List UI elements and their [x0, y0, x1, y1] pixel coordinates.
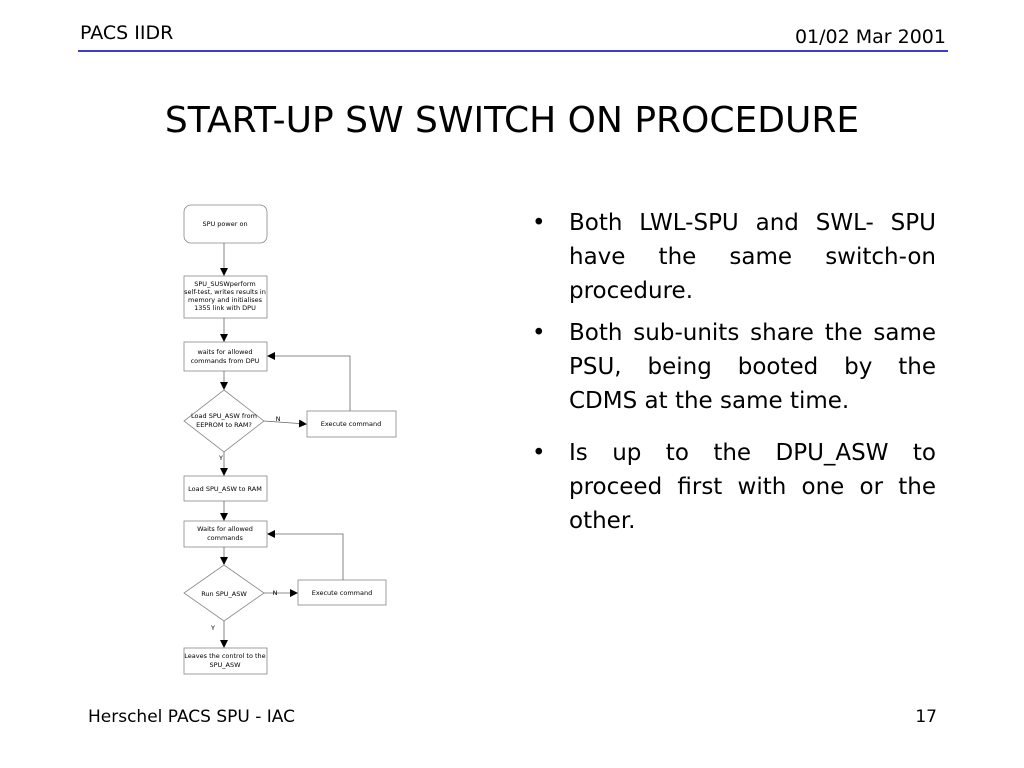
- header-left: PACS IIDR: [80, 22, 174, 44]
- waits2-label-1: Waits for allowed: [197, 525, 253, 533]
- decision2-yes-label: Y: [210, 624, 215, 632]
- exec1-label: Execute command: [321, 420, 382, 428]
- waits1-label-2: commands from DPU: [191, 357, 260, 365]
- waits2-box: [183, 520, 268, 548]
- bullet-dot-icon: •: [532, 320, 546, 346]
- exec2-box: [297, 579, 387, 606]
- bullet-text: Both sub-units share the same PSU, being…: [569, 320, 936, 414]
- selftest-label-3: memory and initialises: [188, 296, 263, 304]
- bullet-text: Both LWL-SPU and SWL- SPU have the same …: [569, 210, 936, 304]
- decision1-yes-label: Y: [218, 454, 223, 462]
- decision1-label-2: EEPROM to RAM?: [196, 421, 252, 429]
- power-on-label: SPU power on: [202, 220, 247, 228]
- header-divider: [78, 50, 948, 52]
- exec2-label: Execute command: [312, 589, 373, 597]
- bullet-dot-icon: •: [532, 210, 546, 236]
- leaves-label-2: SPU_ASW: [209, 661, 241, 669]
- bullet-list: • Both LWL-SPU and SWL- SPU have the same…: [532, 206, 936, 546]
- waits1-label-1: waits for allowed: [197, 348, 252, 356]
- waits2-label-2: commands: [207, 534, 243, 542]
- footer-left: Herschel PACS SPU - IAC: [88, 707, 295, 727]
- decision1-no-label: N: [276, 415, 281, 423]
- load-box: [183, 475, 268, 502]
- bullet-dot-icon: •: [532, 440, 546, 466]
- slide-title: START-UP SW SWITCH ON PROCEDURE: [164, 100, 860, 141]
- load-label: Load SPU_ASW to RAM: [188, 485, 262, 493]
- decision1-label-1: Load SPU_ASW from: [191, 412, 257, 420]
- decision2-label: Run SPU_ASW: [201, 590, 247, 598]
- decision2-no-label: N: [273, 589, 278, 597]
- slide-number: 17: [915, 707, 937, 727]
- header-date: 01/02 Mar 2001: [794, 26, 946, 48]
- bullet-item: • Is up to the DPU_ASW to proceed first w…: [532, 436, 936, 538]
- selftest-box: [183, 275, 268, 319]
- power-on-box: [183, 204, 268, 244]
- selftest-label-1: SPU_SUSWperform: [194, 280, 255, 288]
- leaves-box: [183, 647, 268, 675]
- bullet-item: • Both LWL-SPU and SWL- SPU have the same…: [532, 206, 936, 308]
- selftest-label-4: 1355 link with DPU: [194, 304, 256, 312]
- bullet-item: • Both sub-units share the same PSU, bein…: [532, 316, 936, 418]
- selftest-label-2: self-test, writes results in: [184, 288, 266, 296]
- bullet-text: Is up to the DPU_ASW to proceed first wi…: [569, 440, 936, 534]
- exec1-box: [306, 410, 397, 438]
- leaves-label-1: Leaves the control to the: [184, 652, 265, 660]
